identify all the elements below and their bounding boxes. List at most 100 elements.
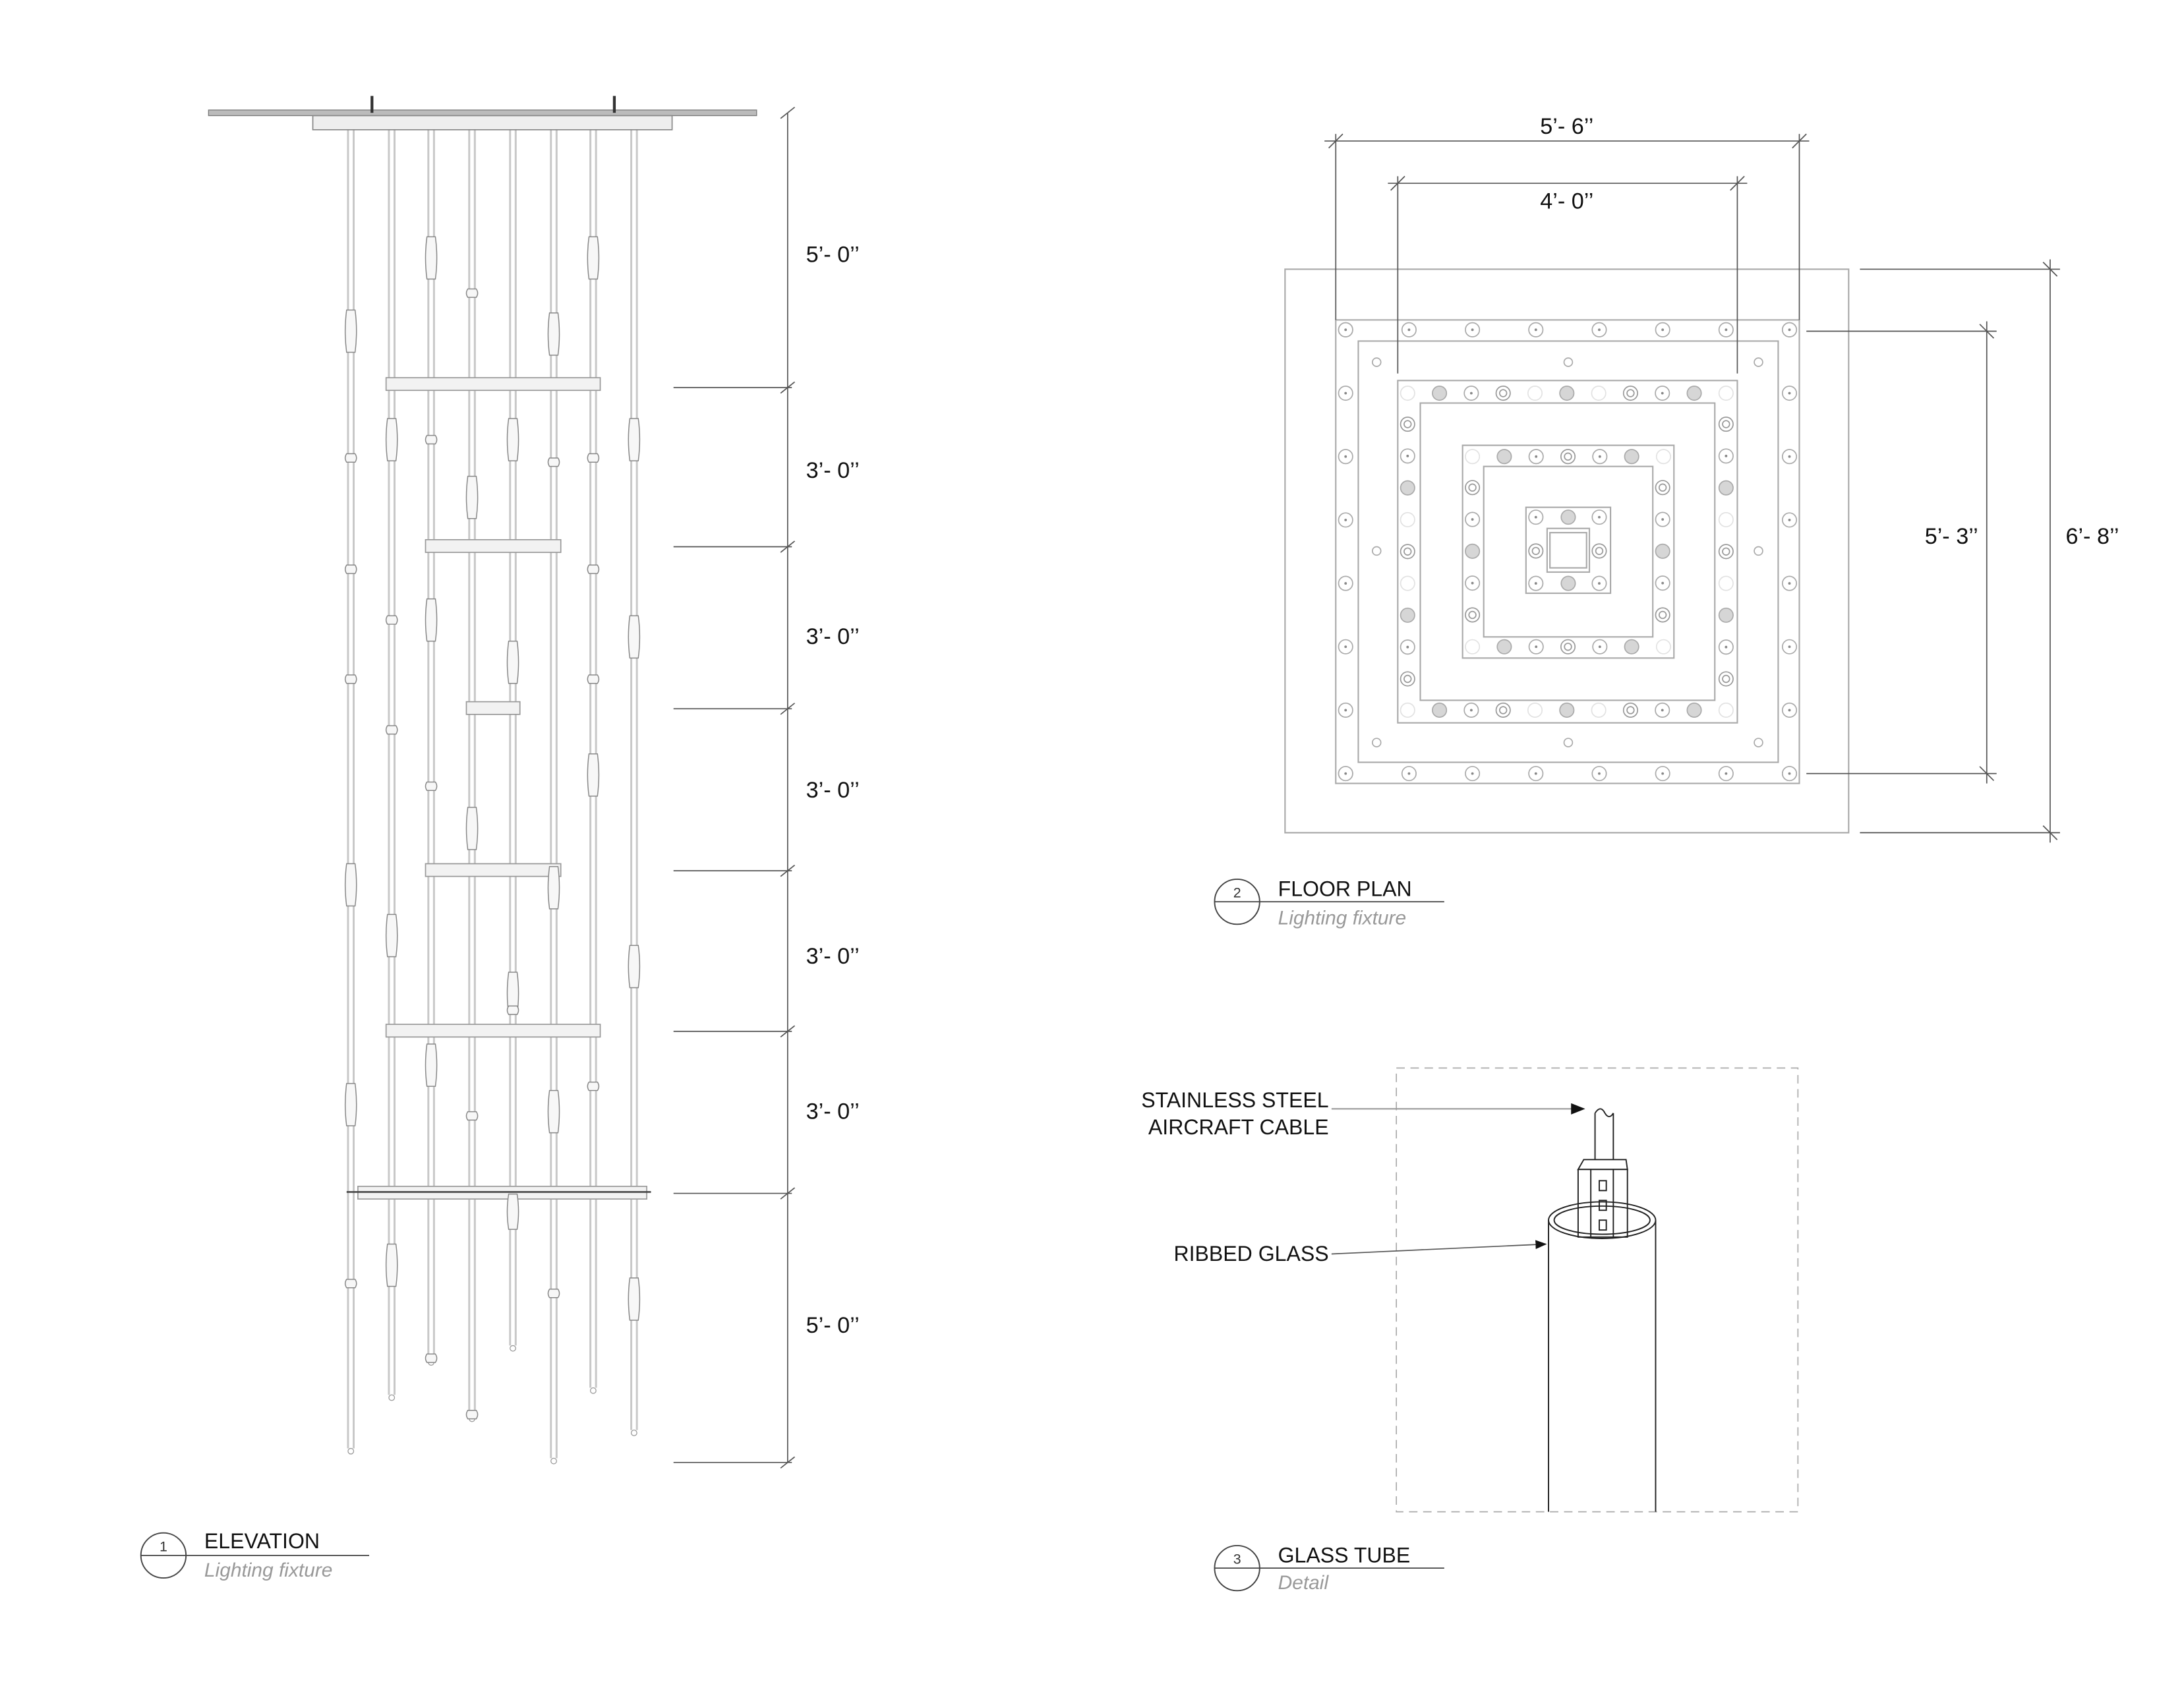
dimension-label: 3’- 0’’	[806, 458, 860, 483]
glass-ornament	[344, 309, 357, 353]
glass-dot-marker	[1725, 328, 1728, 332]
glass-dot-marker	[1406, 454, 1409, 457]
glass-dot-marker	[1344, 518, 1347, 521]
glass-filled-marker	[1686, 385, 1702, 401]
glass-dot-marker	[1788, 772, 1791, 775]
glass-ornament	[344, 453, 357, 463]
glass-ring-marker	[1722, 674, 1730, 684]
glass-faint-marker	[1400, 575, 1415, 591]
ring-3-outer	[1461, 444, 1675, 659]
ring-4	[1525, 506, 1612, 595]
glass-ring-marker	[1499, 389, 1508, 397]
plan-outline	[1284, 268, 1850, 834]
glass-dot-marker	[1344, 772, 1347, 775]
glass-ornament	[547, 865, 560, 910]
glass-faint-marker	[1718, 385, 1734, 401]
glass-ornament	[425, 236, 438, 280]
glass-ornament	[506, 1005, 519, 1015]
glass-ring-marker	[1403, 674, 1412, 684]
mount-hole	[1754, 357, 1763, 367]
glass-ornament	[385, 1243, 398, 1287]
glass-dot-marker	[1344, 582, 1347, 585]
glass-filled-marker	[1400, 480, 1415, 496]
glass-dot-marker	[1661, 772, 1665, 775]
dimension-tick	[780, 1187, 796, 1200]
detail-boundary	[1396, 1067, 1799, 1513]
glass-ring-marker	[1622, 385, 1638, 401]
dimension-label: 5’- 0’’	[806, 243, 860, 268]
ring-2-outer	[1397, 380, 1738, 724]
glass-ring-marker	[1591, 543, 1607, 559]
glass-faint-marker	[1400, 385, 1415, 401]
glass-filled-marker	[1560, 575, 1576, 591]
glass-dot-marker	[1661, 709, 1664, 712]
glass-ornament	[587, 564, 600, 574]
spacer-bar	[385, 377, 601, 392]
dimension-tick	[780, 703, 796, 715]
rod-end-cap	[589, 1387, 597, 1394]
glass-dot-marker	[1469, 709, 1473, 712]
glass-ornament	[587, 236, 600, 280]
dimension-tick	[780, 540, 796, 553]
glass-ring-marker	[1718, 417, 1734, 432]
glass-dot-marker	[1406, 645, 1409, 649]
glass-ornament	[587, 674, 600, 684]
rod-end-cap	[630, 1430, 637, 1436]
glass-dot-marker	[1344, 709, 1347, 712]
glass-ring-marker	[1499, 706, 1508, 714]
rod-end-cap	[550, 1457, 557, 1465]
glass-ring-marker	[1564, 452, 1572, 461]
glass-filled-marker	[1655, 543, 1670, 559]
glass-filled-marker	[1400, 607, 1415, 623]
glass-ornament	[425, 1353, 438, 1363]
glass-ornament	[344, 863, 357, 907]
glass-ring-marker	[1722, 420, 1730, 428]
glass-faint-marker	[1465, 639, 1481, 655]
glass-dot-marker	[1344, 645, 1347, 649]
glass-ring-marker	[1400, 671, 1415, 687]
glass-filled-marker	[1718, 607, 1734, 623]
glass-ornament	[425, 434, 438, 445]
canopy-top	[208, 109, 757, 117]
glass-faint-marker	[1591, 385, 1607, 401]
glass-ornament	[344, 564, 357, 574]
glass-ornament	[385, 725, 398, 735]
view-number: 3	[1233, 1552, 1241, 1567]
glass-ring-marker	[1722, 547, 1730, 556]
glass-dot-marker	[1725, 454, 1728, 457]
glass-ring-marker	[1564, 643, 1572, 651]
glass-dot-marker	[1471, 581, 1474, 585]
glass-faint-marker	[1400, 511, 1415, 528]
glass-ring-marker	[1465, 607, 1481, 623]
dimension-label: 5’- 0’’	[806, 1313, 860, 1338]
spacer-bar	[425, 863, 562, 877]
plan-dimensions: 5’- 6’’ 4’- 0’’ 5’- 3’’ 6’- 8’’	[1324, 114, 2119, 843]
dimension-label: 5’- 6’’	[1540, 114, 1593, 139]
glass-faint-marker	[1718, 575, 1734, 591]
mount-hole	[1754, 546, 1763, 556]
center-square	[1546, 527, 1591, 573]
floor-plan-view: 5’- 6’’ 4’- 0’’ 5’- 3’’ 6’- 8’’ 2 FLOOR …	[1214, 114, 2119, 929]
glass-filled-marker	[1624, 449, 1639, 465]
mount-hole	[1563, 357, 1574, 367]
glass-dot-marker	[1344, 455, 1347, 458]
glass-tube-detail: STAINLESS STEEL AIRCRAFT CABLE RIBBED GL…	[1141, 1067, 1799, 1594]
glass-ornament	[465, 807, 479, 850]
glass-ornament	[506, 418, 519, 461]
glass-dot-marker	[1788, 645, 1791, 649]
glass-ring-marker	[1655, 607, 1670, 623]
glass-dot-marker	[1535, 455, 1538, 458]
dimension-tick	[780, 1456, 796, 1469]
glass-filled-marker	[1432, 385, 1448, 401]
callout-cable: STAINLESS STEEL	[1141, 1088, 1328, 1112]
glass-ornament	[425, 598, 438, 642]
view-subtitle: Lighting fixture	[1278, 907, 1407, 929]
glass-ornament	[547, 312, 560, 356]
callout-glass: RIBBED GLASS	[1173, 1242, 1328, 1266]
glass-ornament	[344, 1279, 357, 1289]
rod-end-cap	[347, 1447, 355, 1455]
rod-end-cap	[510, 1345, 516, 1352]
glass-ring-marker	[1626, 389, 1635, 397]
glass-faint-marker	[1527, 385, 1543, 401]
glass-ornament	[425, 781, 438, 792]
